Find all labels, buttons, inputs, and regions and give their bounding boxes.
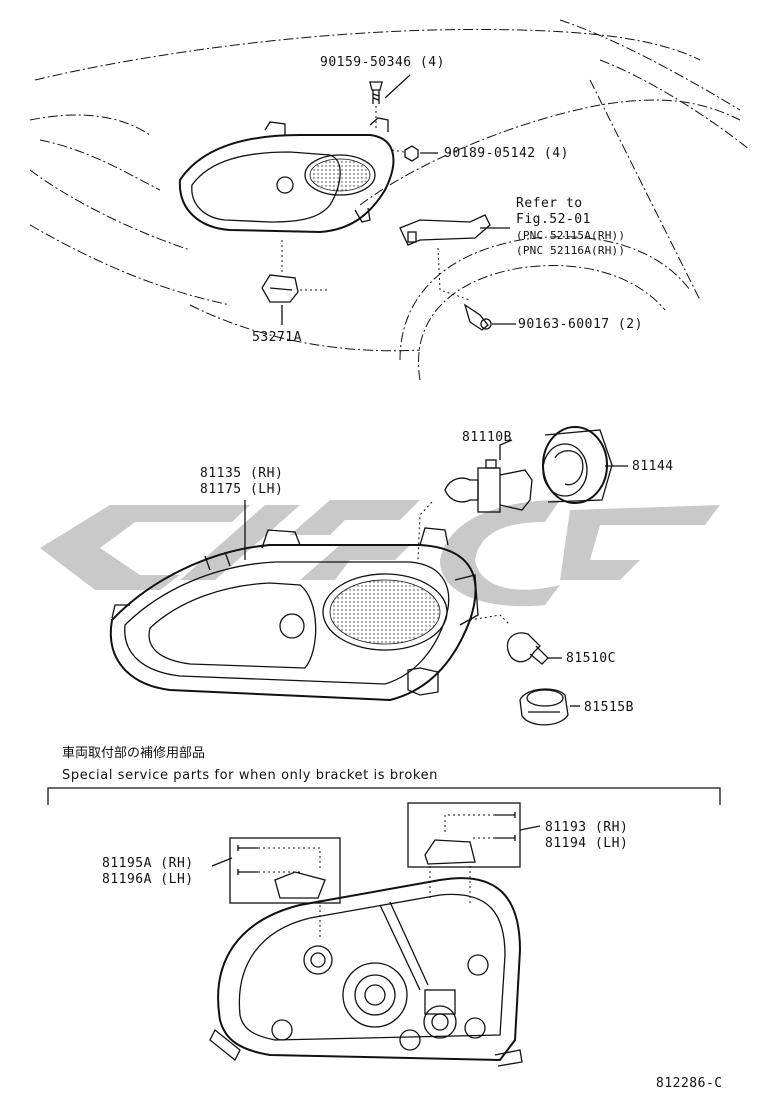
label-nut: 90189-05142 (4)	[444, 146, 569, 161]
service-parts-box	[47, 787, 721, 805]
label-bracket-b-lh: 81194 (LH)	[545, 836, 629, 851]
label-small-socket: 81515B	[584, 700, 634, 715]
label-unit-rh: 81135 (RH)	[200, 466, 284, 481]
label-clip: 53271A	[252, 330, 302, 345]
label-small-bulb: 81510C	[566, 651, 616, 666]
label-bolt: 90163-60017 (2)	[518, 317, 643, 332]
vehicle-body-outline	[29, 19, 751, 381]
label-unit-lh: 81175 (LH)	[200, 482, 284, 497]
screw-icon	[369, 81, 383, 104]
watermark-logo	[40, 500, 720, 607]
bolt-icon	[463, 303, 492, 331]
label-screw-top: 90159-50346 (4)	[320, 55, 445, 70]
bracket-icon	[399, 214, 491, 246]
installed-headlamp	[178, 117, 395, 234]
small-socket-icon	[519, 688, 569, 726]
label-bracket-a-rh: 81195A (RH)	[102, 856, 194, 871]
bracket-a-group	[229, 837, 341, 940]
label-pnc-lh: (PNC 52116A(RH))	[516, 244, 626, 257]
clip-icon	[261, 274, 299, 303]
main-bulb-icon	[444, 459, 533, 513]
label-bracket-a-lh: 81196A (LH)	[102, 872, 194, 887]
label-refer-line1: Refer to	[516, 196, 583, 211]
note-english: Special service parts for when only brac…	[62, 768, 439, 783]
socket-cover-icon	[542, 426, 613, 504]
nut-icon	[404, 145, 419, 162]
label-bracket-b-rh: 81193 (RH)	[545, 820, 629, 835]
label-main-bulb: 81110B	[462, 430, 512, 445]
label-socket-cover: 81144	[632, 459, 674, 474]
label-refer-line2: Fig.52-01	[516, 212, 591, 227]
bracket-b-group	[407, 802, 521, 905]
headlamp-rear-view	[209, 877, 523, 1067]
small-bulb-icon	[506, 632, 549, 665]
figure-code: 812286-C	[656, 1076, 723, 1091]
note-japanese: 車両取付部の補修用部品	[62, 746, 206, 761]
headlamp-unit	[109, 527, 479, 702]
label-pnc-rh: (PNC 52115A(RH))	[516, 229, 626, 242]
